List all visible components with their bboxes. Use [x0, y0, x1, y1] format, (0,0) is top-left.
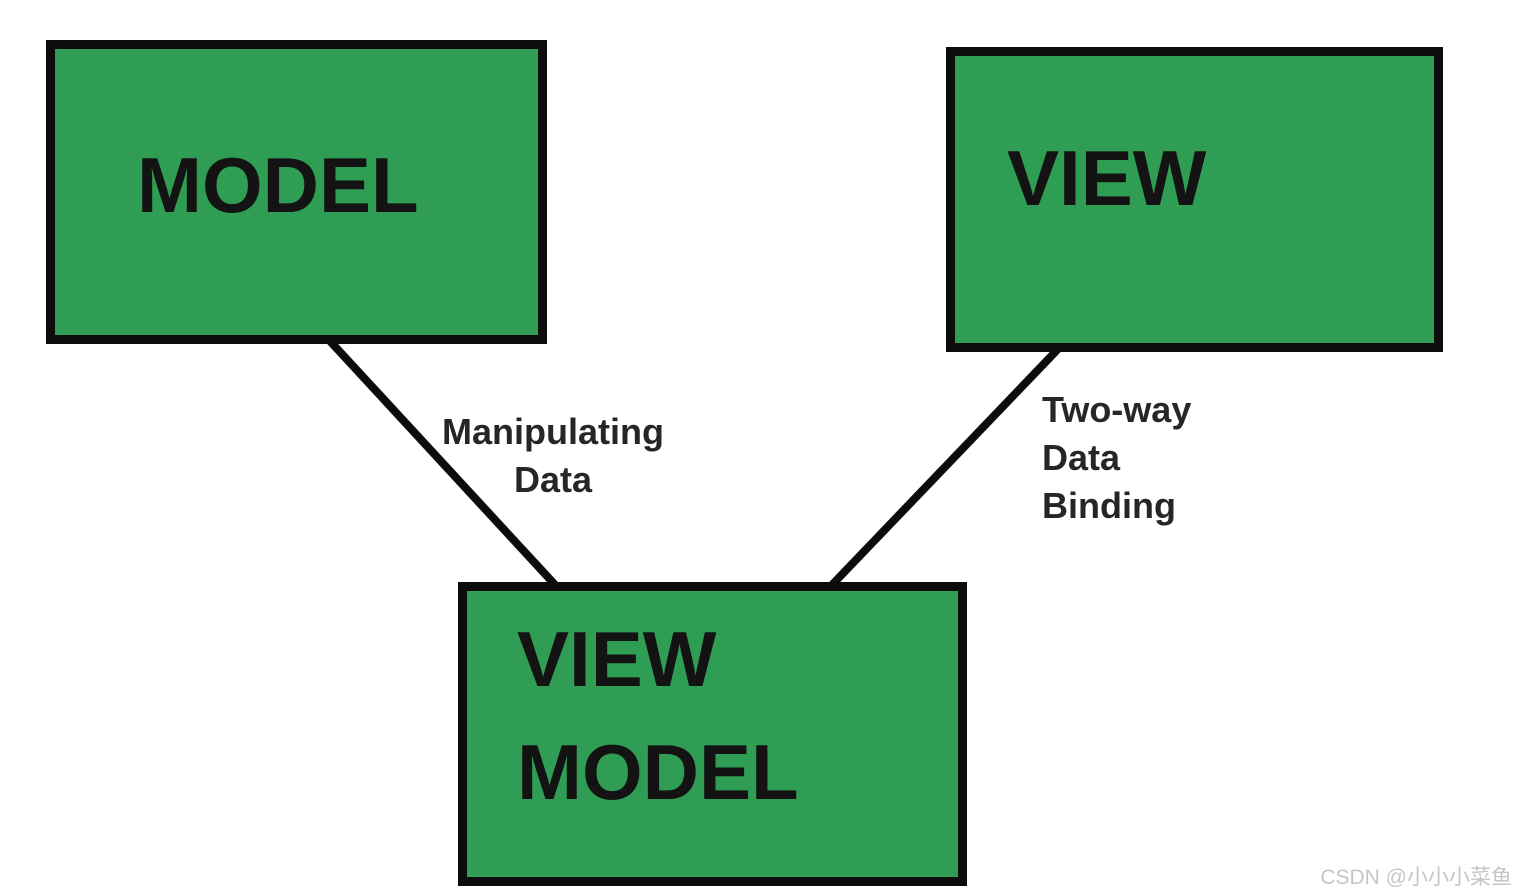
node-viewmodel-label-line1: VIEW	[517, 615, 717, 703]
csdn-watermark: CSDN @小小小菜鱼	[1320, 866, 1512, 889]
edge-label-twoway-line1: Two-way	[1042, 389, 1192, 430]
node-model: MODEL	[46, 40, 547, 344]
node-model-label: MODEL	[137, 141, 419, 229]
edge-label-twoway-line2: Data	[1042, 437, 1121, 478]
node-view-label: VIEW	[1007, 133, 1207, 222]
node-viewmodel-label: VIEW MODEL	[517, 603, 799, 829]
edge-label-manipulating-data: Manipulating Data	[438, 408, 668, 504]
edge-label-twoway-line3: Binding	[1042, 485, 1176, 526]
node-viewmodel-label-line2: MODEL	[517, 728, 799, 816]
edge-view-viewmodel	[826, 344, 1063, 591]
edge-label-manipulating-line2: Data	[513, 459, 593, 500]
edge-model-viewmodel	[326, 337, 561, 591]
node-view: VIEW	[946, 47, 1443, 352]
edge-label-manipulating-line1: Manipulating	[442, 411, 664, 452]
node-viewmodel: VIEW MODEL	[458, 582, 967, 886]
edge-label-two-way-data-binding: Two-way Data Binding	[1042, 386, 1191, 530]
